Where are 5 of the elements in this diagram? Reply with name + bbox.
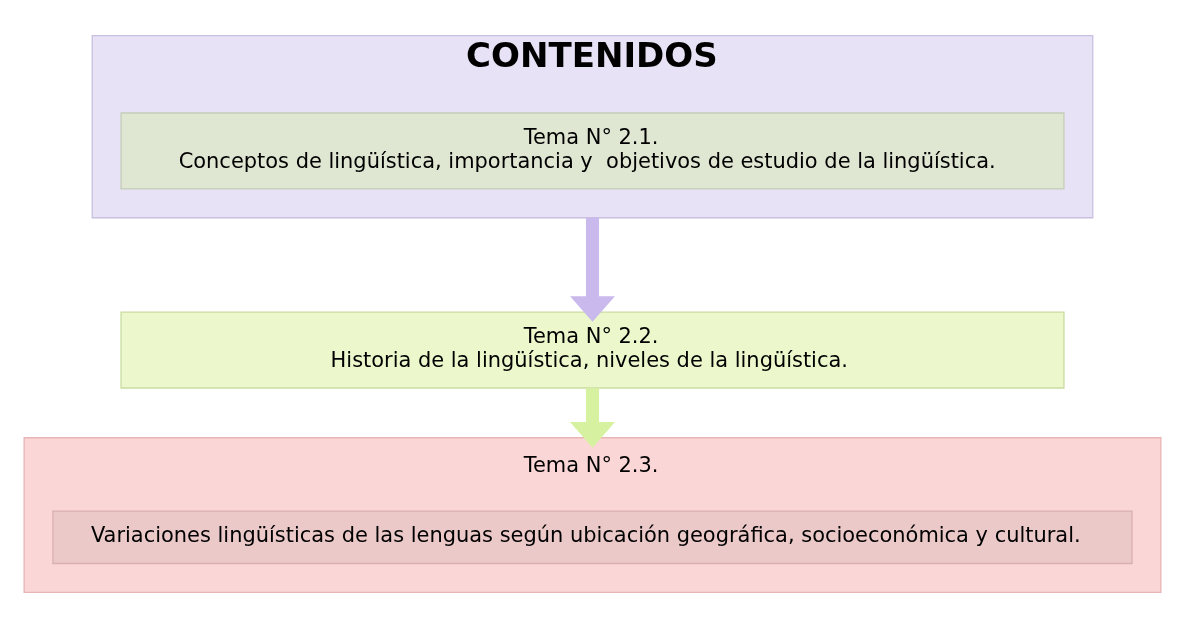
arrow — [570, 217, 615, 322]
arrow — [570, 388, 615, 448]
node-box: Tema N° 2.1. Conceptos de lingüística, importancia y objetivos de estudio de la lingüística. — [120, 112, 1065, 190]
node-box: Tema N° 2.2. Historia de la lingüística, niveles de la lingüística. — [120, 311, 1065, 389]
node-box: Variaciones lingüísticas de las lenguas según ubicación geográfica, socioeconómica y cultural. — [52, 510, 1133, 565]
